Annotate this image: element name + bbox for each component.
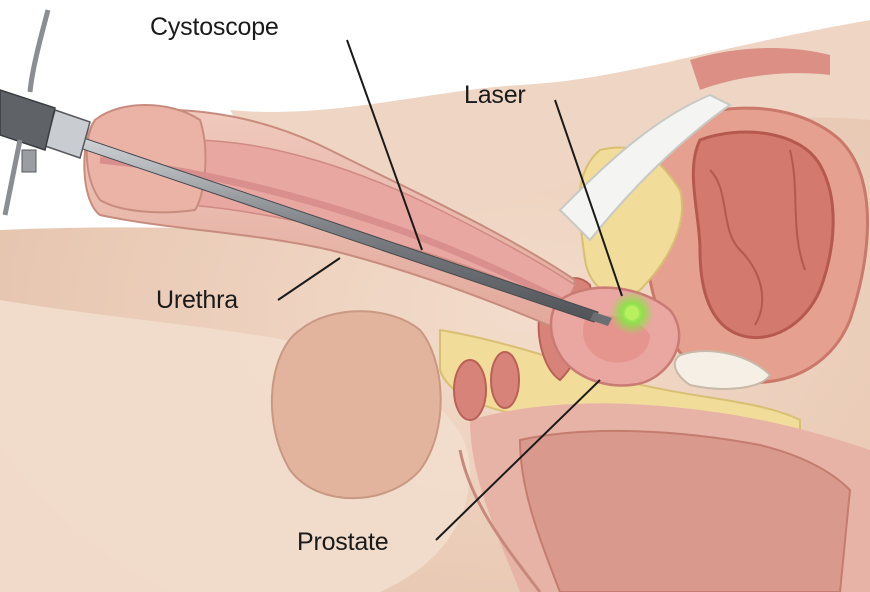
label-urethra: Urethra — [156, 288, 238, 313]
laser-core — [625, 306, 639, 320]
muscle-oval-2 — [491, 352, 519, 408]
label-laser: Laser — [464, 83, 526, 108]
bladder-inner — [693, 132, 833, 338]
label-cystoscope: Cystoscope — [150, 15, 279, 40]
muscle-oval-1 — [454, 360, 486, 420]
label-prostate: Prostate — [297, 530, 389, 555]
cystoscope-cable-2 — [5, 140, 20, 215]
cystoscope-port — [22, 150, 36, 172]
cystoscope-handle — [0, 90, 55, 150]
cystoscope-cable-1 — [30, 10, 48, 92]
scrotum — [272, 311, 441, 498]
